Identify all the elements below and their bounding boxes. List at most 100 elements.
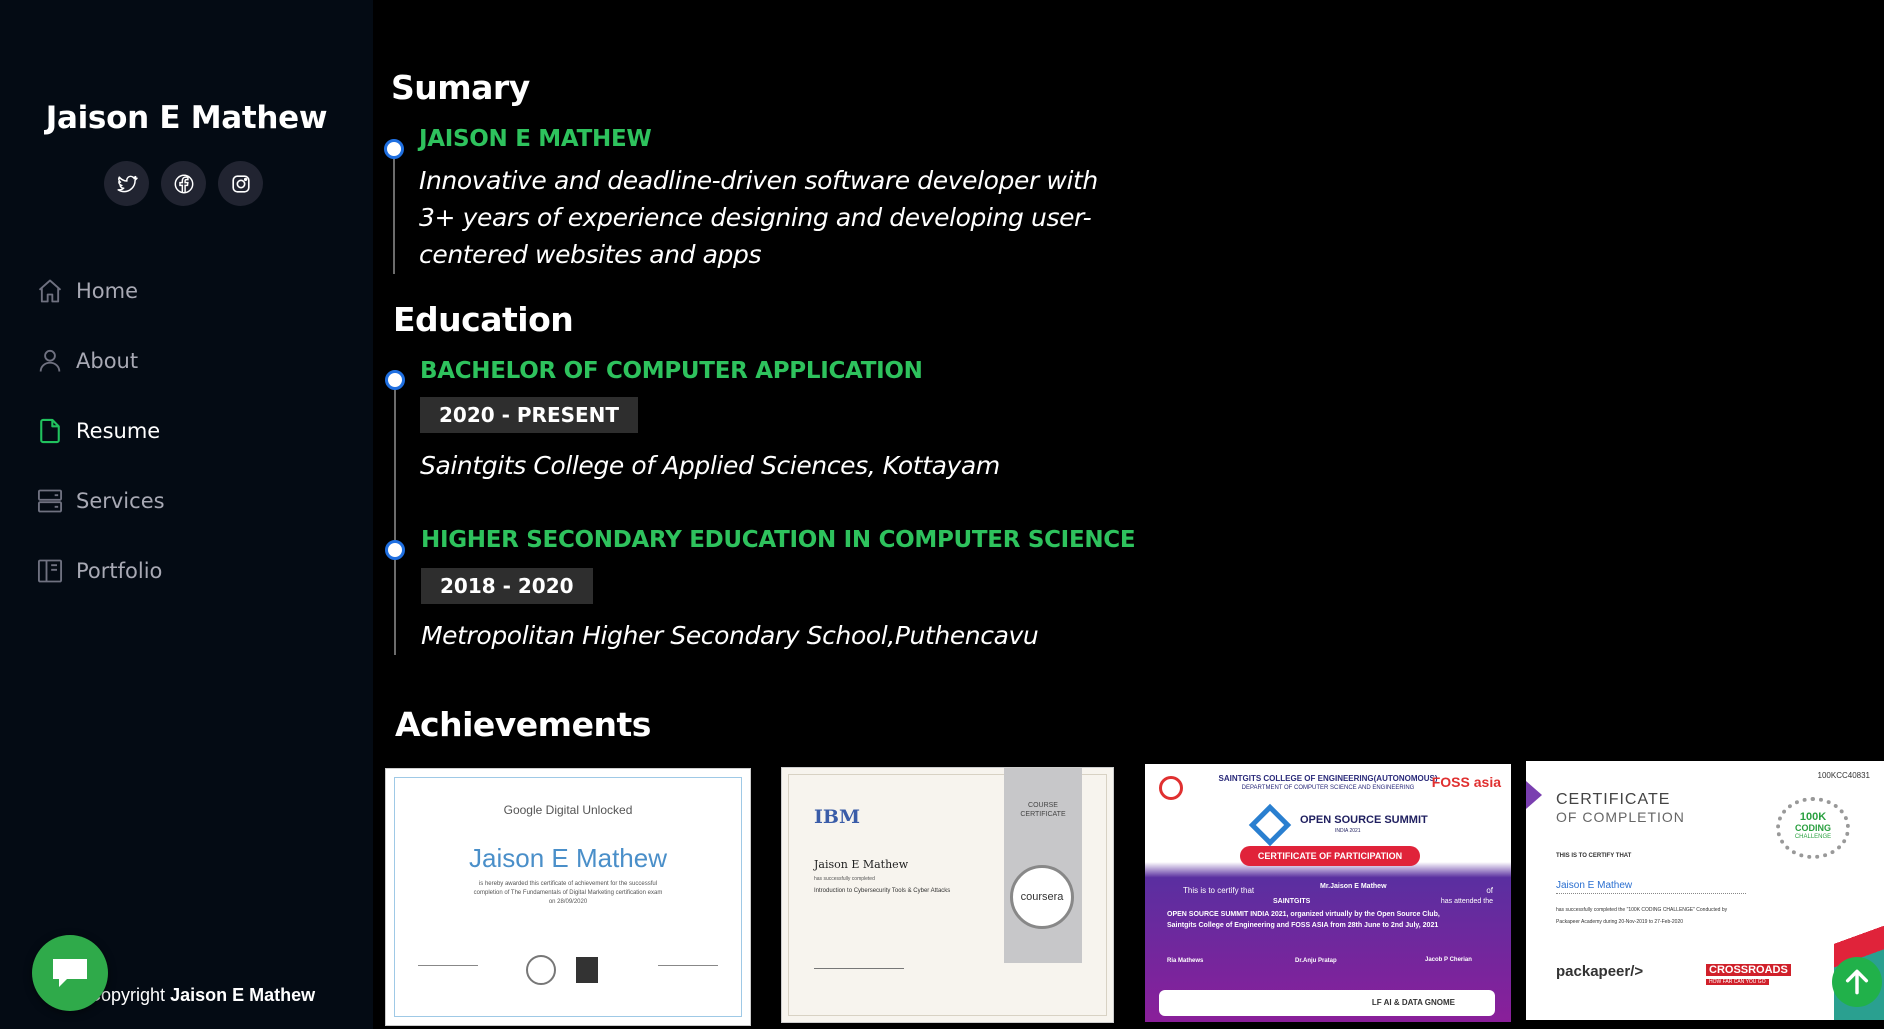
- back-to-top-button[interactable]: [1832, 957, 1882, 1007]
- timeline-dot: [384, 139, 404, 159]
- summary-heading: Sumary: [391, 68, 530, 107]
- summit-logo: [1248, 803, 1292, 847]
- certificate-text: on 28/09/2020: [548, 899, 588, 905]
- education-item-school: Saintgits College of Applied Sciences, K…: [420, 451, 1000, 480]
- certificate-shield: [576, 957, 598, 983]
- certificate-code: 100KCC40831: [1817, 771, 1870, 780]
- achievements-heading: Achievements: [395, 705, 651, 744]
- book-icon: [37, 559, 63, 583]
- chat-button[interactable]: [32, 935, 108, 1011]
- nav-label-portfolio: Portfolio: [76, 559, 163, 583]
- certificate-seal: [526, 955, 556, 985]
- nav-item-services[interactable]: Services: [36, 466, 165, 536]
- user-icon: [39, 349, 61, 372]
- laurel-wreath: [1776, 797, 1850, 859]
- certificate-text: has successfully completed the "100K COD…: [1556, 907, 1728, 913]
- certificate-text: Packapeer Academy during 20-Nov-2019 to …: [1556, 919, 1684, 925]
- packapeer-logo: packapeer/>: [1556, 963, 1644, 980]
- nav-item-home[interactable]: Home: [36, 256, 165, 326]
- certificate-text: Saintgits College of Engineering and FOS…: [1167, 922, 1439, 929]
- laurel-text: CHALLENGE: [1794, 834, 1832, 840]
- certificate-text: Introduction to Cybersecurity Tools & Cy…: [814, 888, 951, 894]
- certificate-text: of: [1486, 886, 1493, 895]
- laurel-text: CODING: [1795, 823, 1831, 833]
- nav-label-resume: Resume: [76, 419, 161, 443]
- crossroads-tagline: HOW FAR CAN YOU GO: [1706, 979, 1769, 985]
- sidebar: Jaison E Mathew Home About Resume Servic…: [0, 0, 373, 1029]
- main-nav: Home About Resume Services Portfolio: [36, 256, 165, 606]
- certificate-title: OF COMPLETION: [1556, 809, 1685, 825]
- arrow-up-icon: [1845, 969, 1869, 995]
- certificate-badge: COURSE: [1028, 802, 1058, 809]
- signatory: Dr.Anju Pratap: [1295, 958, 1337, 964]
- certificate-text: has successfully completed: [814, 876, 875, 882]
- certificate-title: CERTIFICATE: [1556, 791, 1671, 808]
- twitter-link[interactable]: [104, 161, 149, 206]
- nav-label-home: Home: [76, 279, 139, 303]
- nav-item-resume[interactable]: Resume: [36, 396, 165, 466]
- signature-line: [418, 965, 478, 966]
- facebook-icon: [174, 174, 193, 193]
- profile-name[interactable]: Jaison E Mathew: [45, 100, 328, 136]
- nav-label-services: Services: [76, 489, 165, 513]
- timeline-dot: [385, 370, 405, 390]
- certificate-ribbon: CERTIFICATE OF PARTICIPATION: [1240, 846, 1420, 866]
- certificate-header: DEPARTMENT OF COMPUTER SCIENCE AND ENGIN…: [1241, 785, 1415, 791]
- education-item-dates: 2018 - 2020: [421, 568, 593, 604]
- certificate-open-source-summit[interactable]: SAINTGITS COLLEGE OF ENGINEERING(AUTONOM…: [1145, 764, 1511, 1022]
- certificate-seal: coursera: [1010, 865, 1074, 929]
- copyright-prefix: Copyright: [88, 985, 166, 1005]
- education-timeline: [385, 370, 405, 655]
- college-logo: [1159, 776, 1183, 800]
- summary-name: JAISON E MATHEW: [419, 126, 652, 152]
- summary-text: Innovative and deadline-driven software …: [419, 166, 1098, 269]
- certificate-frame: [788, 774, 1107, 1016]
- signature-line: [814, 968, 904, 969]
- name-line: [1556, 893, 1746, 894]
- nav-item-portfolio[interactable]: Portfolio: [36, 536, 165, 606]
- file-icon: [40, 418, 60, 444]
- certificate-ibm[interactable]: IBM COURSE CERTIFICATE coursera Jaison E…: [781, 767, 1114, 1023]
- facebook-link[interactable]: [161, 161, 206, 206]
- certificate-brand: IBM: [814, 806, 860, 828]
- server-icon: [37, 489, 63, 513]
- certificate-recipient: Jaison E Mathew: [469, 843, 667, 873]
- copyright: Copyright Jaison E Mathew: [88, 985, 315, 1006]
- laurel-text: 100K: [1799, 811, 1827, 823]
- certificate-badge: CERTIFICATE: [1020, 811, 1066, 818]
- education-item-dates: 2020 - PRESENT: [420, 397, 639, 433]
- chat-icon: [53, 959, 87, 987]
- certificate-brand: Google Digital Unlocked: [503, 803, 633, 817]
- timeline-dot: [385, 540, 405, 560]
- certificate-text: This is to certify that: [1183, 886, 1255, 895]
- copyright-name: Jaison E Mathew: [170, 985, 316, 1005]
- nav-item-about[interactable]: About: [36, 326, 165, 396]
- certificate-text: has attended the: [1440, 898, 1493, 905]
- certificate-text: THIS IS TO CERTIFY THAT: [1556, 853, 1632, 859]
- certificate-coding-challenge[interactable]: 100KCC40831 CERTIFICATE OF COMPLETION 10…: [1526, 761, 1884, 1020]
- signatory: Jacob P Cherian: [1425, 957, 1472, 963]
- instagram-link[interactable]: [218, 161, 263, 206]
- nav-label-about: About: [76, 349, 139, 373]
- education-item-title: BACHELOR OF COMPUTER APPLICATION: [420, 358, 923, 384]
- certificate-recipient: Jaison E Mathew: [1556, 880, 1633, 891]
- certificate-recipient: Jaison E Mathew: [814, 858, 909, 871]
- sponsor-strip: LF AI & DATA GNOME: [1159, 990, 1495, 1016]
- certificate-text: OPEN SOURCE SUMMIT INDIA 2021, organized…: [1167, 911, 1440, 918]
- certificate-text: is hereby awarded this certificate of ac…: [478, 881, 658, 887]
- foss-logo: FOSS asia: [1431, 774, 1501, 790]
- certificate-recipient: Mr.Jaison E Mathew: [1320, 883, 1387, 890]
- certificate-google[interactable]: Google Digital Unlocked Jaison E Mathew …: [385, 768, 751, 1026]
- twitter-icon: [116, 175, 138, 192]
- instagram-icon: [231, 174, 250, 193]
- signatory: Ria Mathews: [1167, 958, 1204, 964]
- signature-line: [658, 965, 718, 966]
- education-item-title: HIGHER SECONDARY EDUCATION IN COMPUTER S…: [421, 527, 1136, 553]
- resume-section: Sumary JAISON E MATHEW Innovative and de…: [373, 0, 1884, 1029]
- certificate-text: completion of The Fundamentals of Digita…: [473, 890, 663, 896]
- crossroads-logo: CROSSROADS: [1706, 964, 1791, 976]
- certificate-header: SAINTGITS COLLEGE OF ENGINEERING(AUTONOM…: [1218, 774, 1438, 783]
- decor-shape: [1526, 781, 1542, 809]
- certificate-institute: SAINTGITS: [1273, 898, 1311, 905]
- event-subtitle: INDIA 2021: [1335, 828, 1361, 834]
